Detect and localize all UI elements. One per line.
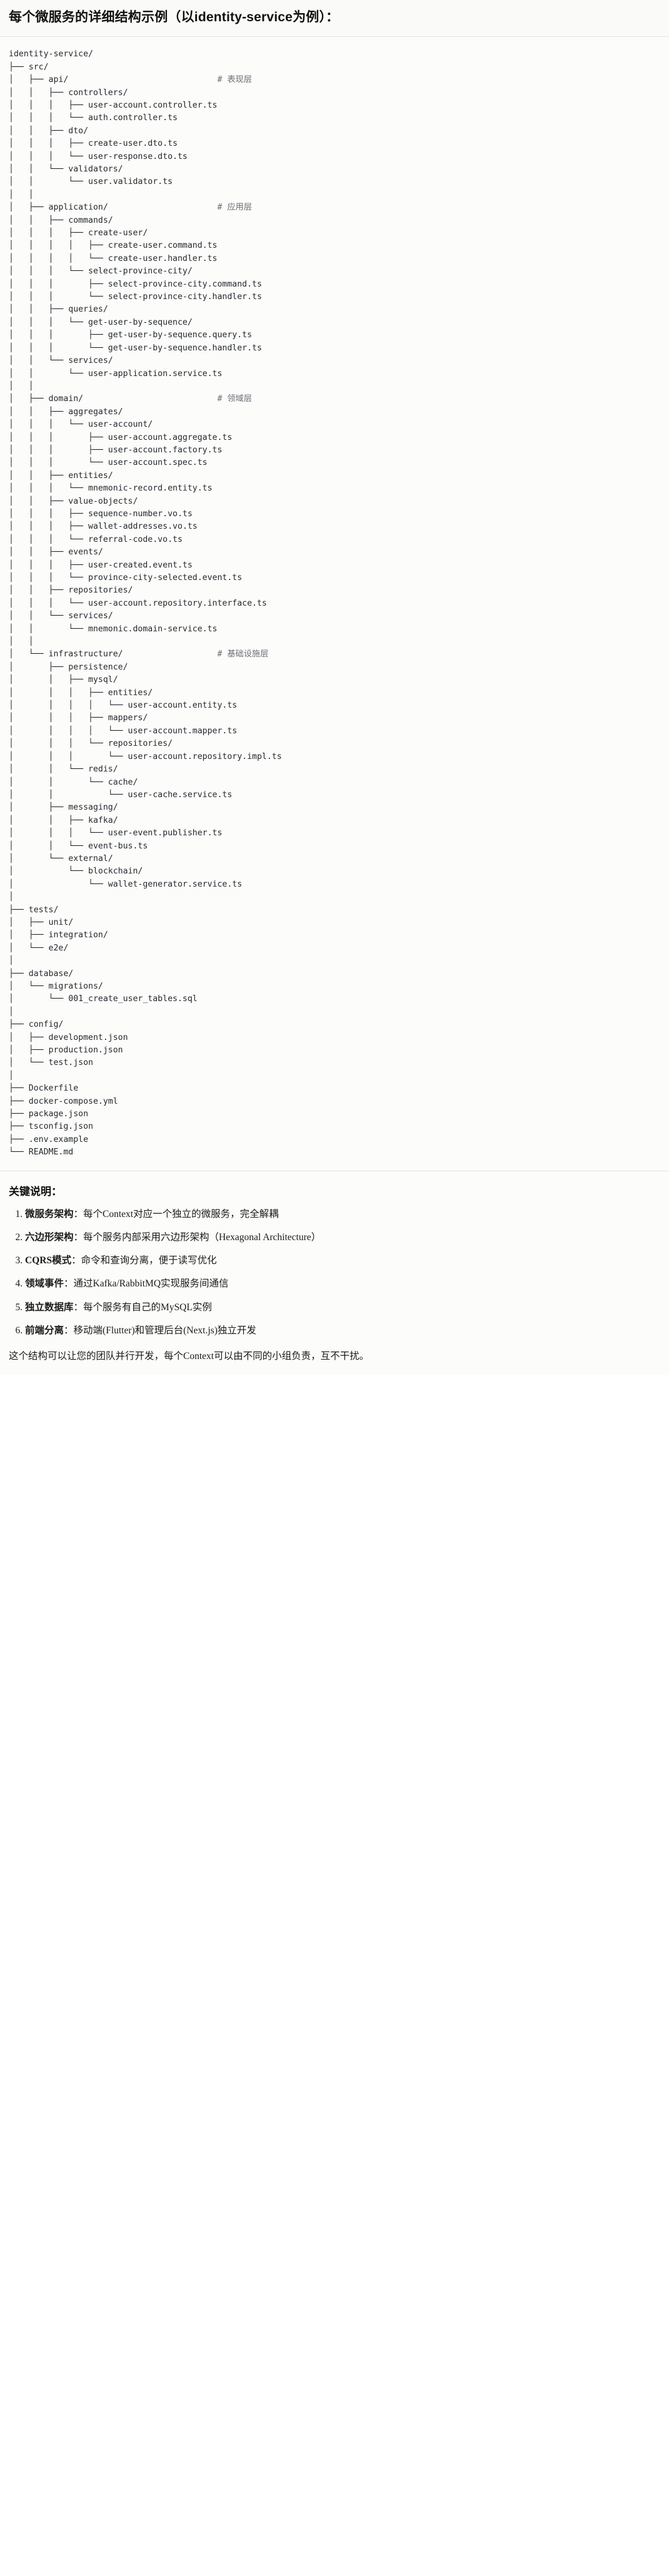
key-notes-heading: 关键说明： — [9, 1185, 62, 1198]
page-title: 每个微服务的详细结构示例（以identity-service为例）： — [0, 0, 669, 37]
note-key: 六边形架构 — [25, 1231, 74, 1243]
list-item: CQRS模式：命令和查询分离，便于读写优化 — [25, 1253, 660, 1268]
closing-paragraph: 这个结构可以让您的团队并行开发，每个Context可以由不同的小组负责，互不干扰… — [9, 1351, 370, 1362]
note-body: 每个服务有自己的MySQL实例 — [83, 1301, 212, 1313]
list-item: 微服务架构：每个Context对应一个独立的微服务，完全解耦 — [25, 1207, 660, 1221]
note-body: 移动端(Flutter)和管理后台(Next.js)独立开发 — [73, 1325, 256, 1336]
key-notes-list: 微服务架构：每个Context对应一个独立的微服务，完全解耦 六边形架构：每个服… — [9, 1207, 660, 1338]
note-body: 命令和查询分离，便于读写优化 — [81, 1255, 217, 1266]
note-key: 领域事件 — [25, 1278, 64, 1290]
tree-layer-comment: # 表现层 — [217, 75, 252, 85]
note-sep: ： — [64, 1278, 74, 1290]
list-item: 前端分离：移动端(Flutter)和管理后台(Next.js)独立开发 — [25, 1323, 660, 1338]
note-body: 通过Kafka/RabbitMQ实现服务间通信 — [73, 1278, 229, 1290]
note-body: 每个Context对应一个独立的微服务，完全解耦 — [83, 1208, 279, 1219]
tree-layer-comment: # 基础设施层 — [217, 649, 269, 659]
note-sep: ： — [73, 1231, 84, 1243]
list-item: 领域事件：通过Kafka/RabbitMQ实现服务间通信 — [25, 1276, 660, 1291]
note-sep: ： — [73, 1301, 84, 1313]
note-sep: ： — [64, 1325, 74, 1336]
title-divider — [0, 36, 669, 38]
tree-layer-comment: # 领域层 — [217, 394, 252, 404]
note-body: 每个服务内部采用六边形架构（Hexagonal Architecture） — [83, 1231, 321, 1243]
note-sep: ： — [71, 1255, 81, 1266]
note-key: CQRS模式 — [25, 1255, 72, 1266]
note-key: 独立数据库 — [25, 1301, 74, 1313]
note-sep: ： — [73, 1208, 84, 1219]
directory-tree-block: identity-service/ ├── src/ │ ├── api/ # … — [0, 37, 669, 1171]
list-item: 六边形架构：每个服务内部采用六边形架构（Hexagonal Architectu… — [25, 1230, 660, 1245]
tree-layer-comment: # 应用层 — [217, 203, 252, 213]
note-key: 微服务架构 — [25, 1208, 74, 1219]
directory-tree: identity-service/ ├── src/ │ ├── api/ # … — [9, 49, 282, 1158]
list-item: 独立数据库：每个服务有自己的MySQL实例 — [25, 1300, 660, 1315]
note-key: 前端分离 — [25, 1325, 64, 1336]
key-notes-section: 关键说明： 微服务架构：每个Context对应一个独立的微服务，完全解耦 六边形… — [0, 1171, 669, 1375]
